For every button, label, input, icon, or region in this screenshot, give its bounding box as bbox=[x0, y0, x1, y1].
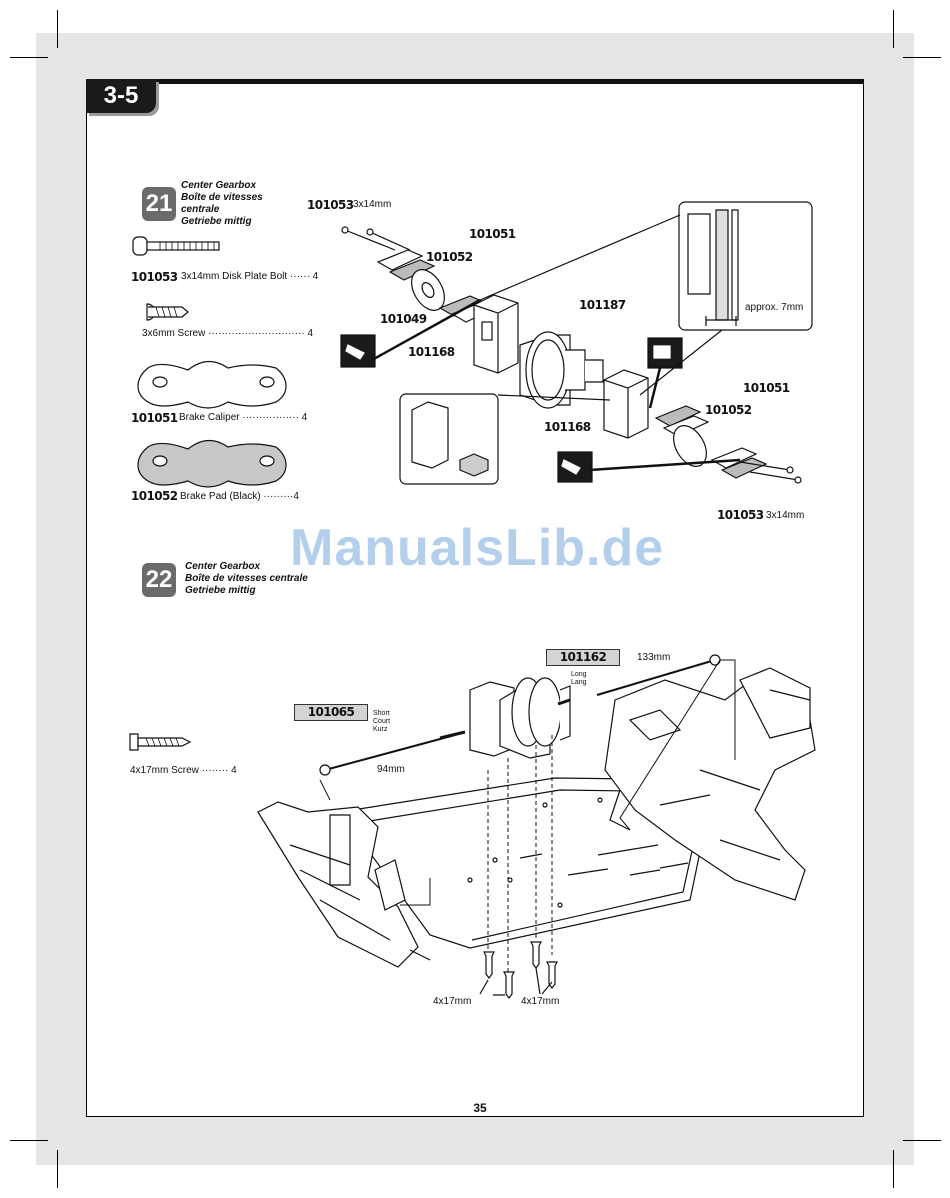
callout-part-number: 101053 bbox=[717, 508, 764, 522]
title-line: Boîte de vitesses bbox=[181, 192, 263, 203]
part-number: 101051 bbox=[131, 411, 178, 425]
crop-mark bbox=[10, 57, 48, 58]
long-shaft-part-number: 101162 bbox=[546, 649, 620, 666]
callout-size: 3x14mm bbox=[353, 199, 392, 210]
crop-mark bbox=[903, 1140, 941, 1141]
mount-right bbox=[603, 369, 649, 439]
short-shaft-labels: Short Court Kurz bbox=[373, 710, 390, 734]
crop-mark bbox=[57, 1150, 58, 1188]
crop-mark bbox=[893, 10, 894, 48]
label-line: Short bbox=[373, 710, 390, 717]
callout-part-number: 101051 bbox=[743, 381, 790, 395]
callout-part-number: 101051 bbox=[469, 227, 516, 241]
rear-suspension bbox=[257, 801, 431, 968]
crop-mark bbox=[893, 1150, 894, 1188]
short-shaft-part-number: 101065 bbox=[294, 704, 368, 721]
part-description: 3x6mm Screw ····························… bbox=[142, 328, 314, 339]
front-suspension bbox=[604, 667, 816, 901]
disk-plate-bolt-drawing bbox=[132, 236, 220, 256]
page-number: 35 bbox=[473, 1101, 487, 1115]
long-shaft-labels: Long Lang bbox=[571, 671, 587, 687]
title-line: Center Gearbox bbox=[185, 561, 261, 572]
drive-shafts bbox=[319, 654, 721, 776]
watermark: ManualsLib.de bbox=[290, 519, 665, 577]
step-22-badge: 22 bbox=[142, 563, 176, 597]
title-line: centrale bbox=[181, 204, 220, 215]
part-description: Brake Pad (Black) ·········4 bbox=[180, 491, 299, 502]
brake-pad-drawing bbox=[137, 439, 287, 488]
caliper-top-left bbox=[376, 249, 436, 281]
screw-4x17-drawing bbox=[129, 733, 192, 751]
gearbox bbox=[469, 677, 571, 759]
label-line: Long bbox=[571, 671, 587, 678]
screw-callout: 4x17mm bbox=[433, 996, 472, 1007]
callout-part-number: 101168 bbox=[544, 420, 591, 434]
callout-part-number: 101187 bbox=[579, 298, 626, 312]
part-description: Brake Caliper ················· 4 bbox=[179, 412, 308, 423]
title-line: Center Gearbox bbox=[181, 180, 257, 191]
callout-part-number: 101052 bbox=[705, 403, 752, 417]
mount-left bbox=[473, 294, 519, 374]
part-number: 101052 bbox=[131, 489, 178, 503]
callout-part-number: 101049 bbox=[380, 312, 427, 326]
callout-part-number: 101053 bbox=[307, 198, 354, 212]
crop-mark bbox=[57, 10, 58, 48]
crop-mark bbox=[10, 1140, 48, 1141]
screw-label: 4x17mm Screw ········ 4 bbox=[130, 765, 237, 776]
callout-part-number: 101168 bbox=[408, 345, 455, 359]
long-shaft-length: 133mm bbox=[637, 652, 671, 663]
disc-left bbox=[411, 269, 445, 311]
inset-boxes bbox=[399, 201, 813, 485]
title-line: Getriebe mittig bbox=[185, 585, 256, 596]
part-number: 101053 bbox=[131, 270, 178, 284]
header-bar bbox=[86, 79, 864, 84]
bolts-top bbox=[341, 226, 411, 251]
step-22-titles: Center Gearbox Boîte de vitesses central… bbox=[185, 561, 308, 597]
tool-icons bbox=[340, 334, 683, 483]
leader-lines bbox=[371, 298, 741, 472]
part-description: 3x14mm Disk Plate Bolt ······ 4 bbox=[181, 271, 319, 282]
caliper-right bbox=[654, 405, 802, 484]
step-21-titles: Center Gearbox Boîte de vitesses central… bbox=[181, 180, 263, 228]
callout-part-number: 101052 bbox=[426, 250, 473, 264]
step-21-badge: 21 bbox=[142, 187, 176, 221]
section-tab: 3-5 bbox=[86, 79, 156, 113]
brake-caliper-drawing bbox=[137, 360, 287, 409]
title-line: Getriebe mittig bbox=[181, 216, 252, 227]
label-line: Court bbox=[373, 718, 391, 725]
callout-size: 3x14mm bbox=[766, 510, 805, 521]
label-line: Kurz bbox=[373, 726, 388, 733]
leader-bars bbox=[319, 659, 736, 906]
short-shaft-length: 94mm bbox=[377, 764, 405, 775]
screw-3x6-drawing bbox=[146, 303, 189, 321]
label-line: Lang bbox=[571, 679, 587, 686]
inset-note: approx. 7mm bbox=[745, 302, 804, 313]
chassis-screws bbox=[479, 941, 558, 999]
differential bbox=[519, 331, 604, 409]
title-line: Boîte de vitesses centrale bbox=[185, 573, 308, 584]
screw-callout: 4x17mm bbox=[521, 996, 560, 1007]
crop-mark bbox=[903, 57, 941, 58]
